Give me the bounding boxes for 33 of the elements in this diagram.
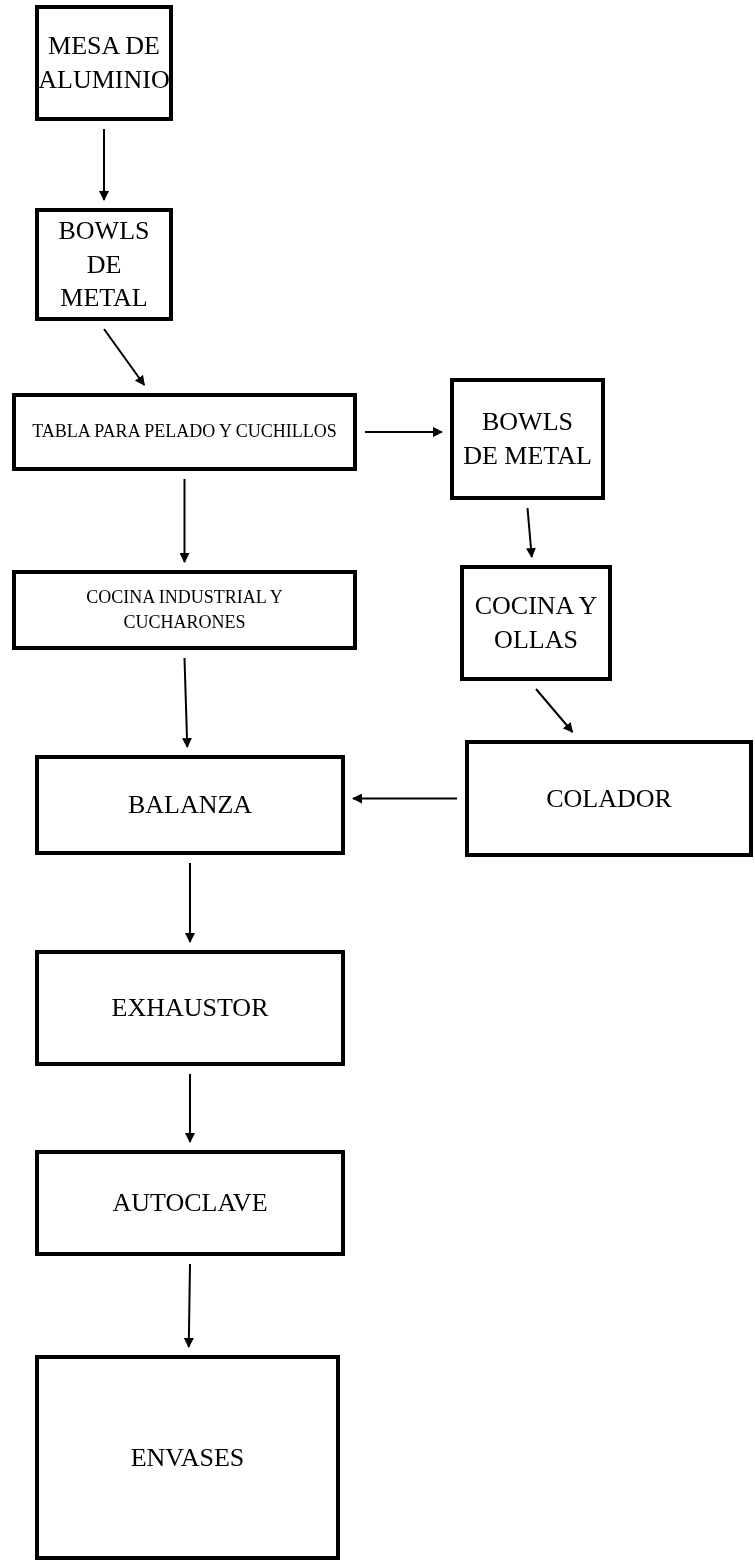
process-box <box>12 570 357 650</box>
box-label: COCINA Y OLLAS <box>473 590 599 656</box>
arrow <box>185 862 195 943</box>
box-label: ENVASES <box>130 1441 245 1474</box>
box-label: COCINA INDUSTRIAL Y CUCHARONES <box>85 585 284 634</box>
box-label: EXHAUSTOR <box>111 992 269 1025</box>
process-box <box>35 1355 340 1560</box>
arrow <box>526 507 536 558</box>
arrow <box>99 128 109 201</box>
arrow <box>103 328 146 386</box>
process-box <box>12 393 357 471</box>
process-box <box>465 740 753 857</box>
process-box <box>35 950 345 1066</box>
arrow <box>183 1263 194 1348</box>
process-box <box>35 755 345 855</box>
arrow <box>352 793 458 804</box>
process-box <box>460 565 612 681</box>
box-label: TABLA PARA PELADO Y CUCHILLOS <box>32 420 337 444</box>
process-box <box>450 378 605 500</box>
box-label: AUTOCLAVE <box>112 1187 268 1220</box>
box-label: BOWLS DE METAL <box>462 406 593 472</box>
process-box <box>35 208 173 321</box>
arrow <box>179 478 190 563</box>
process-box <box>35 1150 345 1256</box>
arrow <box>535 688 574 733</box>
box-label: BALANZA <box>127 789 253 822</box>
box-label: COLADOR <box>546 782 672 815</box>
arrow <box>185 1073 195 1143</box>
arrow <box>364 427 443 437</box>
box-label: MESA DE ALUMINIO <box>38 30 170 96</box>
process-box <box>35 5 173 121</box>
box-label: BOWLS DE METAL <box>57 214 151 315</box>
arrow <box>181 657 192 748</box>
